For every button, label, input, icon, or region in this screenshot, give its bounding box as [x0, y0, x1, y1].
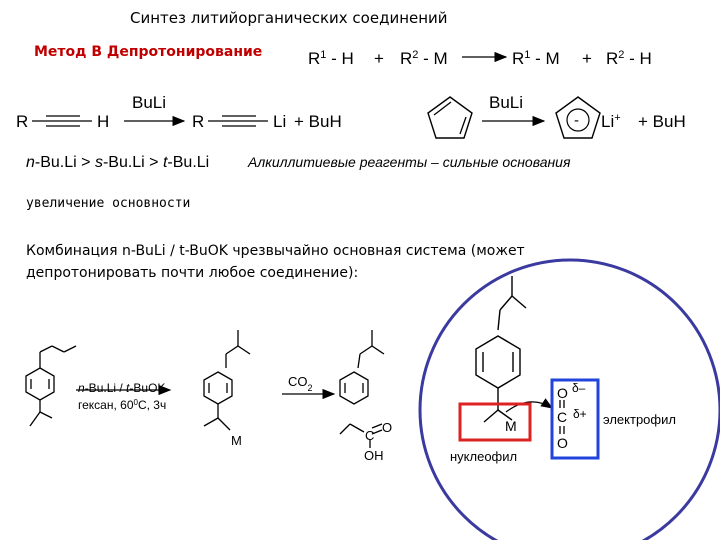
start-benzene-ring — [25, 367, 55, 401]
svg-text:R1 - H: R1 - H — [308, 49, 354, 68]
svg-text:R2 - M: R2 - M — [400, 49, 448, 68]
electrophile-box — [550, 378, 600, 460]
product-benzene-ring — [339, 371, 369, 405]
mechanism-circle: M O C O δ– δ+ электрофил нуклеофил — [418, 258, 720, 540]
cyclopentadiene-ring — [427, 96, 473, 139]
attack-arrow — [505, 398, 554, 413]
alkyne-li: Li — [273, 112, 286, 131]
svg-text:Li+: Li+ — [601, 112, 621, 131]
circle-c: C — [557, 409, 567, 425]
alkyne-reagent: BuLi — [132, 93, 166, 112]
slide-title: Синтез литийорганических соединений — [130, 9, 448, 27]
circle-o-top: O — [557, 385, 568, 401]
method-heading: Метод В Депротонирование — [34, 44, 263, 60]
electrophile-label: электрофил — [603, 412, 676, 427]
bottom-conditions-line1: n-Bu.Li / t-BuOK — [78, 381, 165, 395]
svg-text:+: + — [582, 49, 592, 68]
bottom-carboxyl-oh: OH — [364, 448, 384, 463]
combo-text-line1: Комбинация n-BuLi / t-BuOK чрезвычайно о… — [26, 243, 525, 259]
circle-delta-plus: δ+ — [573, 407, 587, 421]
svg-text:R2 - H: R2 - H — [606, 49, 652, 68]
alkyne-scheme: R H BuLi R Li + BuH — [16, 93, 342, 131]
svg-text:R1 - M: R1 - M — [512, 49, 560, 68]
bottom-co2: CO2 — [288, 374, 313, 393]
alkyne-byproduct: + BuH — [294, 112, 342, 131]
combo-text-line2: депротонировать почти любое соединение): — [26, 265, 359, 281]
cp-byproduct: + BuH — [638, 112, 686, 131]
cyclopentadienyl-ring — [555, 96, 601, 139]
nucleophile-label: нуклеофил — [450, 449, 517, 464]
intermediate-benzene-ring — [203, 371, 233, 405]
cp-anion-charge: - — [574, 112, 579, 129]
alkyne-r-left: R — [16, 112, 28, 131]
general-equation: R1 - H + R2 - M R1 - M + R2 - H — [308, 49, 652, 68]
nucleophile-box — [458, 402, 532, 442]
circle-delta-minus: δ– — [572, 381, 586, 395]
cp-li: Li — [601, 112, 614, 131]
svg-text:+: + — [374, 49, 384, 68]
alkyne-h: H — [97, 112, 109, 131]
cp-scheme: BuLi - Li+ + BuH — [427, 93, 686, 139]
cp-reagent: BuLi — [489, 93, 523, 112]
base-note: Алкиллитиевые реагенты – сильные основан… — [248, 154, 571, 170]
bottom-carboxyl-o: O — [382, 420, 392, 435]
bottom-metal: M — [231, 433, 242, 448]
alkyne-r-right: R — [192, 112, 204, 131]
circle-o-bottom: O — [557, 435, 568, 451]
circle-metal: M — [505, 418, 517, 434]
basicity-note: увеличение основности — [26, 196, 191, 211]
base-order: n-Bu.Li > s-Bu.Li > t-Bu.Li — [26, 154, 210, 171]
circle-border — [418, 258, 720, 540]
bottom-conditions-line2: гексан, 600С, 3ч — [78, 398, 166, 413]
bottom-scheme — [25, 330, 385, 448]
bottom-carboxyl-c: C — [365, 428, 374, 443]
